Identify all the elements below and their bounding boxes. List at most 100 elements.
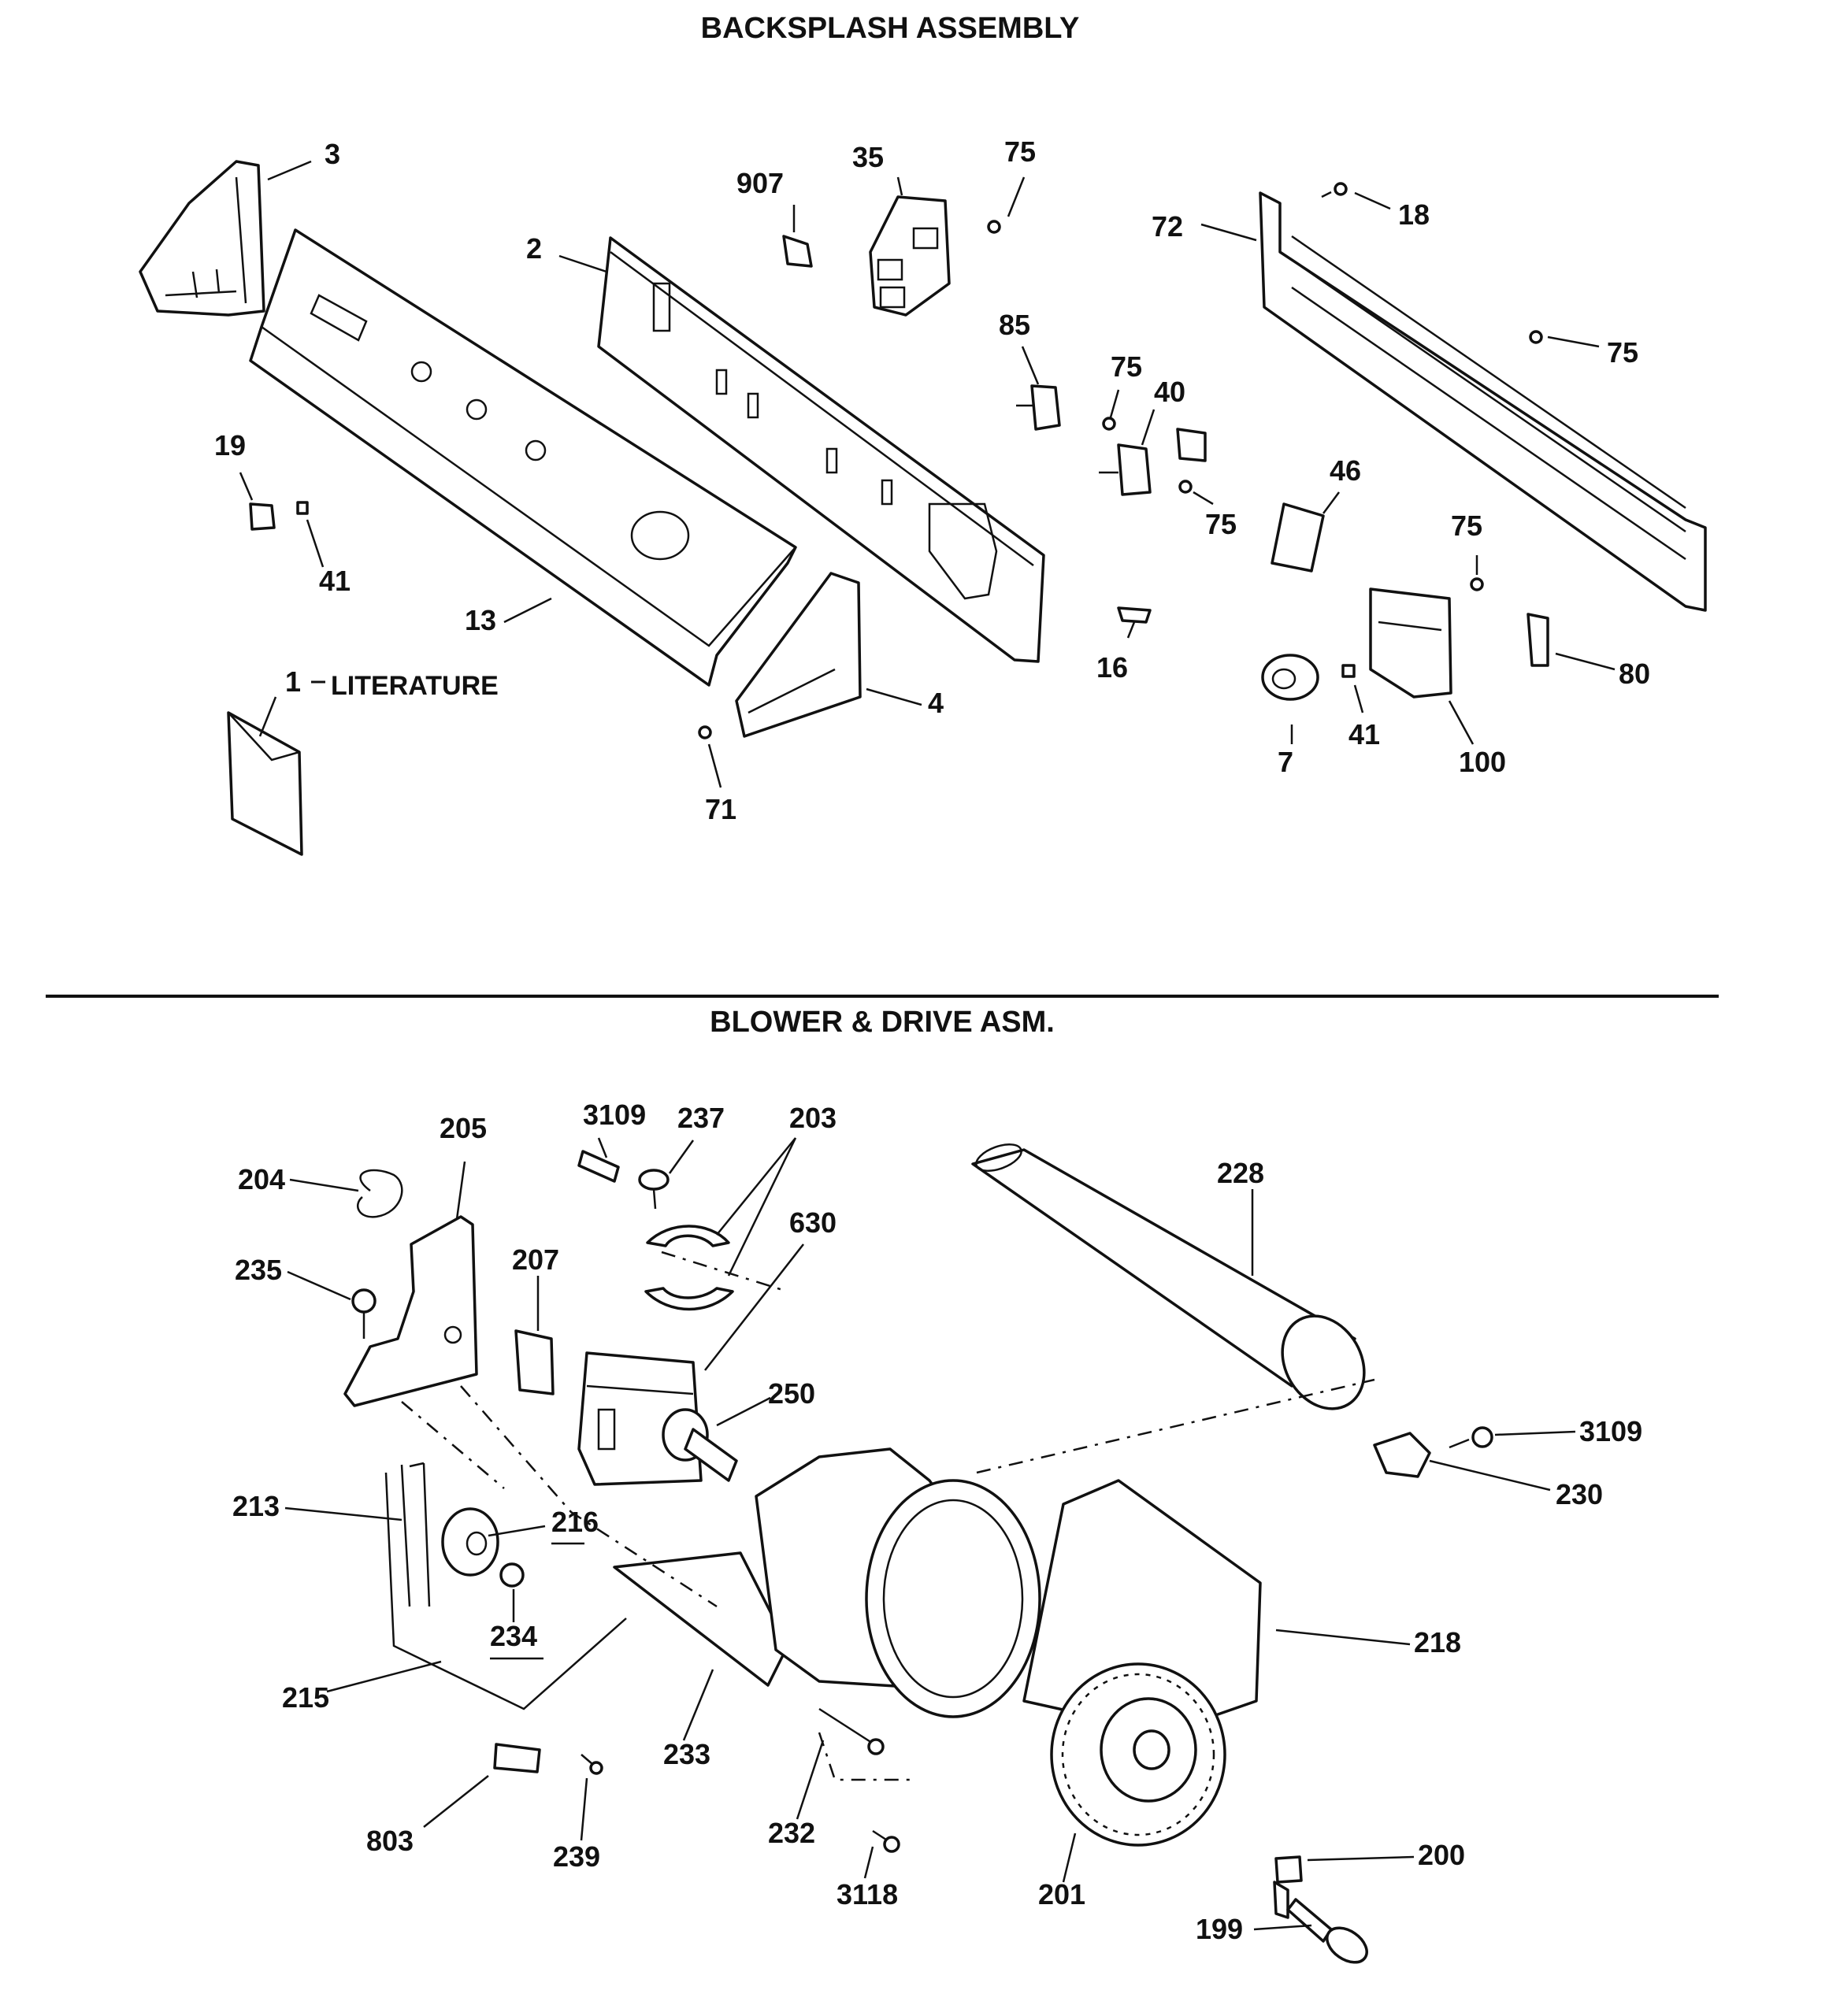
part-234-bushing — [499, 1562, 525, 1588]
label-2: 2 — [526, 232, 542, 265]
part-72-rear-panel — [1259, 191, 1707, 612]
part-201-blower-wheel — [1050, 1662, 1226, 1847]
label-75-timer: 75 — [1451, 510, 1482, 542]
label-215: 215 — [282, 1681, 329, 1714]
label-literature: LITERATURE — [331, 671, 499, 701]
label-203: 203 — [789, 1102, 837, 1134]
part-40-switch — [1099, 443, 1152, 496]
label-630: 630 — [789, 1206, 837, 1239]
blower-guide-lines — [401, 1251, 1375, 1781]
part-203-clamp-upper — [646, 1225, 730, 1247]
label-3118: 3118 — [837, 1878, 898, 1910]
part-40-connector — [1176, 428, 1207, 462]
label-7: 7 — [1278, 746, 1293, 778]
label-1: 1 — [285, 665, 301, 698]
label-803: 803 — [366, 1825, 414, 1857]
part-237-fastener — [638, 1169, 670, 1210]
part-803-switch — [493, 1743, 541, 1773]
part-19-knob-clip — [249, 502, 276, 531]
screw-71 — [698, 725, 712, 739]
label-18: 18 — [1398, 198, 1430, 231]
part-907-clip — [782, 235, 813, 268]
label-40: 40 — [1154, 376, 1185, 408]
part-203-clamp-lower — [644, 1287, 734, 1311]
part-218-blower-housing — [755, 1447, 1262, 1734]
label-3109-right: 3109 — [1579, 1415, 1642, 1447]
screw-75-timer — [1470, 577, 1484, 591]
label-201: 201 — [1038, 1878, 1085, 1910]
part-2-panel-frame — [597, 236, 1045, 663]
label-100: 100 — [1459, 746, 1506, 778]
label-3: 3 — [325, 138, 340, 170]
label-235: 235 — [235, 1254, 282, 1286]
label-207: 207 — [512, 1243, 559, 1276]
part-250-shaft — [662, 1408, 738, 1482]
label-200: 200 — [1418, 1839, 1465, 1871]
screw-75-low — [1178, 480, 1193, 494]
label-204: 204 — [238, 1163, 285, 1195]
part-41-timer-spring — [1341, 664, 1356, 678]
label-218: 218 — [1414, 1626, 1461, 1658]
label-41-timer: 41 — [1348, 718, 1380, 750]
label-16: 16 — [1096, 651, 1128, 684]
part-35-switch — [869, 195, 951, 317]
label-4: 4 — [928, 687, 944, 719]
label-13: 13 — [465, 604, 496, 636]
part-46-board — [1271, 502, 1325, 573]
label-46: 46 — [1330, 454, 1361, 487]
part-80-clip — [1527, 613, 1549, 667]
label-85: 85 — [999, 309, 1030, 341]
blower-drive-assembly-title: BLOWER & DRIVE ASM. — [710, 1006, 1055, 1039]
part-41-spring — [296, 501, 309, 515]
label-71: 71 — [705, 793, 736, 825]
backsplash-assembly-title: BACKSPLASH ASSEMBLY — [701, 12, 1080, 45]
part-3118-screw — [872, 1829, 900, 1853]
part-230-thermostat — [1373, 1432, 1431, 1478]
part-235-screw — [351, 1288, 377, 1339]
part-207-switch — [514, 1329, 555, 1395]
part-16-lamp — [1117, 606, 1152, 624]
part-4-end-cap — [735, 572, 862, 738]
screw-75-right — [1529, 330, 1543, 344]
part-3-end-cap — [139, 160, 265, 317]
label-205: 205 — [440, 1112, 487, 1144]
screw-75-mid — [1102, 417, 1116, 431]
part-213-idler-arm — [400, 1462, 431, 1607]
part-228-duct — [971, 1143, 1366, 1410]
backsplash-leader-lines — [239, 160, 1616, 788]
label-199: 199 — [1196, 1913, 1243, 1945]
label-239: 239 — [553, 1840, 600, 1873]
part-199-rod — [1286, 1898, 1368, 1964]
label-19: 19 — [214, 429, 246, 461]
label-41-left: 41 — [319, 565, 351, 597]
label-216: 216 — [551, 1506, 599, 1538]
part-215-rod — [384, 1472, 627, 1710]
label-75-top: 75 — [1004, 135, 1036, 168]
label-75-low: 75 — [1205, 508, 1237, 540]
part-216-idler-pulley — [441, 1507, 499, 1577]
part-239-screw — [581, 1754, 603, 1775]
part-3109-plug-top — [577, 1150, 620, 1183]
label-228: 228 — [1217, 1157, 1264, 1189]
label-213: 213 — [232, 1490, 280, 1522]
label-3109-top: 3109 — [583, 1099, 646, 1131]
label-233: 233 — [663, 1738, 710, 1770]
label-234: 234 — [490, 1620, 537, 1652]
part-13-control-panel — [249, 228, 797, 687]
part-204-clip — [357, 1169, 403, 1218]
label-250: 250 — [768, 1377, 815, 1410]
part-100-timer — [1369, 587, 1452, 699]
label-907: 907 — [736, 167, 784, 199]
part-233-idler-bracket — [613, 1551, 789, 1687]
label-35: 35 — [852, 141, 884, 173]
label-232: 232 — [768, 1817, 815, 1849]
part-232-bolt — [818, 1707, 885, 1755]
part-3109-plug-right — [1449, 1426, 1493, 1449]
label-75-mid: 75 — [1111, 350, 1142, 383]
label-75-right: 75 — [1607, 336, 1638, 369]
screw-75-top — [987, 220, 1001, 234]
literature-envelope — [227, 711, 303, 856]
label-72: 72 — [1152, 210, 1183, 243]
screw-18 — [1321, 182, 1348, 198]
